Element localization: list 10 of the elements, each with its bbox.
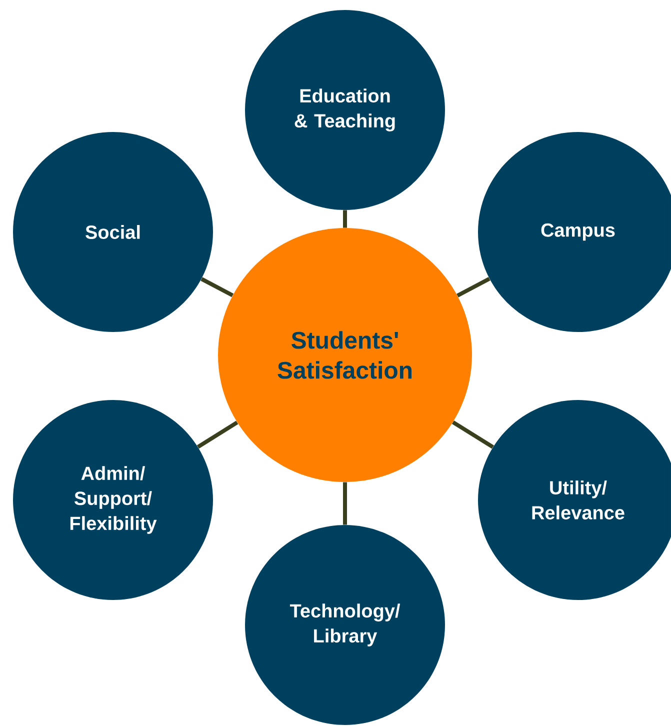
connector-line (452, 420, 494, 449)
connector-line (456, 277, 490, 298)
circle-node: Technology/ Library (245, 525, 445, 725)
circle-node: Admin/ Support/ Flexibility (13, 400, 213, 600)
circle-node: Education & Teaching (245, 10, 445, 210)
connector-line (343, 210, 347, 228)
connector-line (200, 277, 234, 298)
circle-node: Social (13, 132, 213, 332)
connector-line (343, 482, 347, 525)
connector-line (196, 420, 238, 449)
